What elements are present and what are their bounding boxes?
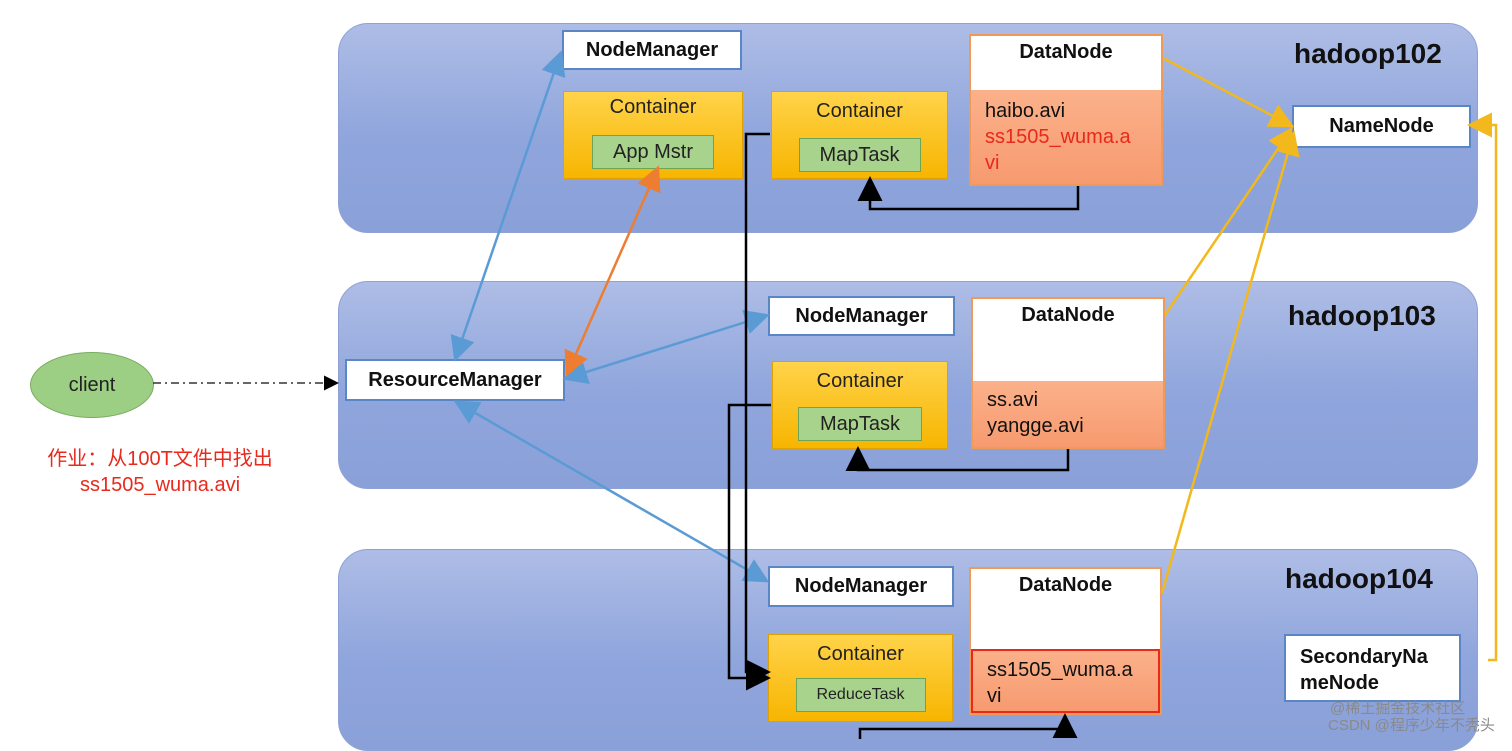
file-haibo: haibo.avi xyxy=(985,100,1066,122)
datanode-hadoop103[interactable]: DataNode ss.avi yangge.avi xyxy=(971,297,1165,449)
file-target-part2: vi xyxy=(985,152,1000,174)
maptask102-reduce-arrow xyxy=(744,132,771,685)
task-note: 作业：从100T文件中找出 ss1505_wuma.avi xyxy=(20,446,300,498)
container-maptask-hadoop103[interactable]: Container MapTask xyxy=(772,361,948,449)
file-yangge: yangge.avi xyxy=(987,415,1084,437)
secondary-namenode-line2: meNode xyxy=(1300,672,1379,694)
snn-namenode-arrow xyxy=(1467,112,1498,662)
dn102-namenode-arrow xyxy=(1162,56,1295,128)
file-ss: ss.avi xyxy=(987,389,1039,411)
container-maptask-hadoop102[interactable]: Container MapTask xyxy=(771,91,948,179)
container-label: Container xyxy=(816,100,903,122)
reducetask[interactable]: ReduceTask xyxy=(795,678,926,712)
rm-nm102-arrow xyxy=(450,50,566,362)
dn103-namenode-arrow xyxy=(1163,126,1293,316)
container-reducetask[interactable]: Container ReduceTask xyxy=(768,634,953,722)
datanode-hadoop104[interactable]: DataNode ss1505_wuma.a vi xyxy=(969,567,1162,715)
rm-appmaster-arrow xyxy=(564,165,661,377)
datanode-label: DataNode xyxy=(1021,304,1115,326)
file-target-part1: ss1505_wuma.a xyxy=(985,126,1131,148)
maptask103-reduce-arrow xyxy=(727,403,771,691)
dn104-reducetask-arrow xyxy=(858,713,1078,739)
container-label: Container xyxy=(609,96,697,118)
dn102-maptask-arrow xyxy=(857,176,1080,211)
node-manager-hadoop103[interactable]: NodeManager xyxy=(768,296,955,336)
host-label-hadoop102: hadoop102 xyxy=(1294,38,1442,69)
maptask-hadoop103[interactable]: MapTask xyxy=(798,407,922,441)
resource-manager[interactable]: ResourceManager xyxy=(345,359,565,401)
host-label-hadoop104: hadoop104 xyxy=(1285,563,1433,594)
task-note-line1: 作业：从100T文件中找出 xyxy=(47,448,273,470)
task-note-line2: ss1505_wuma.avi xyxy=(79,474,241,496)
node-manager-hadoop104[interactable]: NodeManager xyxy=(768,566,954,607)
datanode-hadoop102[interactable]: DataNode haibo.avi ss1505_wuma.a vi xyxy=(969,34,1163,186)
datanode-files-hadoop103: ss.avi yangge.avi xyxy=(973,381,1163,447)
rm-nm103-arrow xyxy=(562,310,770,384)
secondary-namenode-line1: SecondaryNa xyxy=(1300,646,1428,668)
secondary-namenode[interactable]: SecondaryNa meNode xyxy=(1284,634,1461,702)
file-target-part1: ss1505_wuma.a xyxy=(987,659,1133,681)
file-target-part2: vi xyxy=(987,685,1002,707)
datanode-label: DataNode xyxy=(1018,574,1113,596)
client-node[interactable]: client xyxy=(30,352,154,418)
datanode-files-hadoop104: ss1505_wuma.a vi xyxy=(971,649,1160,713)
maptask-hadoop102[interactable]: MapTask xyxy=(798,138,921,172)
rm-nm104-arrow xyxy=(453,400,770,583)
host-label-hadoop103: hadoop103 xyxy=(1288,300,1436,331)
datanode-label: DataNode xyxy=(1019,41,1113,63)
dn103-maptask-arrow xyxy=(845,446,1070,472)
datanode-files-hadoop102: haibo.avi ss1505_wuma.a vi xyxy=(971,90,1161,184)
container-label: Container xyxy=(817,643,904,665)
watermark-line2: CSDN @程序少年不秃头 xyxy=(1328,717,1495,734)
node-manager-hadoop102[interactable]: NodeManager xyxy=(562,30,742,70)
watermark-line1: @稀土掘金技术社区 xyxy=(1330,700,1466,717)
container-label: Container xyxy=(816,370,904,392)
dn104-namenode-arrow xyxy=(1160,130,1300,594)
